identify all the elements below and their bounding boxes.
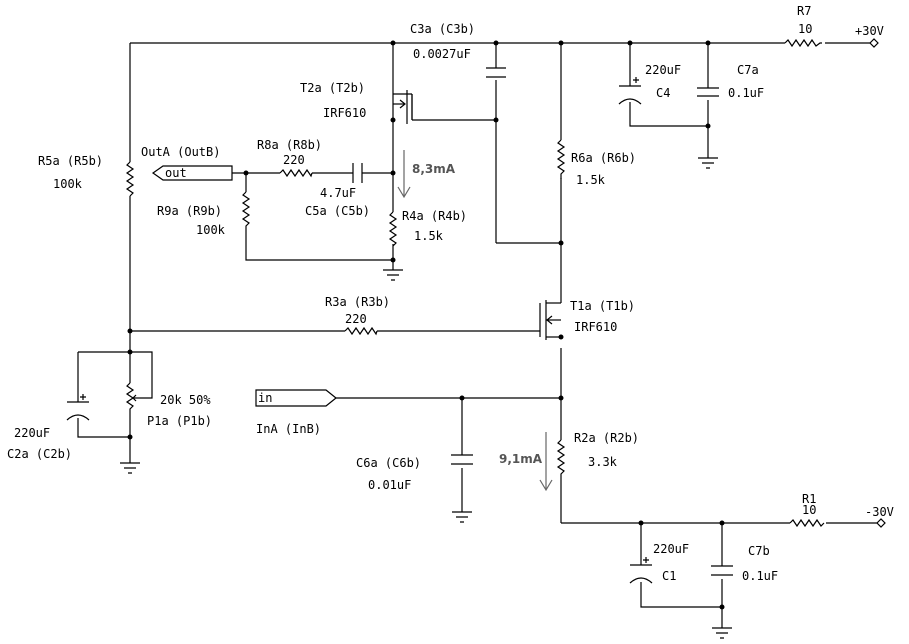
label-c6: C6a (C6b)	[356, 456, 421, 470]
resistor-r6	[556, 139, 566, 179]
label-minus30v: -30V	[865, 505, 894, 519]
label-r2: R2a (R2b)	[574, 431, 639, 445]
label-r3: R3a (R3b)	[325, 295, 390, 309]
resistor-r3	[344, 326, 378, 336]
resistor-symbols	[125, 38, 825, 528]
resistor-r8	[279, 168, 313, 178]
in-port	[255, 389, 337, 407]
label-r7-value: 10	[798, 22, 812, 36]
current-arrow-top	[397, 150, 411, 199]
component-labels: C3a (C3b) 0.0027uF R7 10 +30V 220uF C4 C…	[7, 4, 894, 583]
resistor-r7	[784, 38, 822, 48]
label-current-bottom: 9,1mA	[499, 452, 543, 466]
label-out-port: out	[165, 166, 187, 180]
label-p1-value: 20k 50%	[160, 393, 211, 407]
label-r1-value: 10	[802, 503, 816, 517]
minus30-terminal	[876, 518, 886, 528]
capacitor-c5	[352, 163, 363, 183]
capacitor-c6	[451, 454, 473, 465]
ground-c7a	[698, 157, 718, 169]
resistor-r9	[241, 191, 251, 238]
ports	[151, 38, 886, 528]
capacitor-symbols	[66, 67, 733, 584]
resistor-r2	[556, 439, 566, 486]
wires	[77, 42, 877, 628]
current-arrow-bottom	[539, 432, 553, 492]
plus30-terminal	[869, 38, 879, 48]
label-c7b: C7b	[748, 544, 770, 558]
label-out-ref: OutA (OutB)	[141, 145, 220, 159]
junctions	[127, 40, 725, 610]
label-c1-value: 220uF	[653, 542, 689, 556]
label-r8: R8a (R8b)	[257, 138, 322, 152]
label-c5-value: 4.7uF	[320, 186, 356, 200]
label-c4-value: 220uF	[645, 63, 681, 77]
ground-r4	[383, 269, 403, 281]
mosfet-t2	[393, 90, 413, 124]
label-r5: R5a (R5b)	[38, 154, 103, 168]
capacitor-c7b	[711, 565, 733, 576]
label-r4: R4a (R4b)	[402, 209, 467, 223]
label-current-top: 8,3mA	[412, 162, 456, 176]
label-in-port: in	[258, 391, 272, 405]
label-c2-value: 220uF	[14, 426, 50, 440]
label-c7b-value: 0.1uF	[742, 569, 778, 583]
label-c3-value: 0.0027uF	[413, 47, 471, 61]
label-r5-value: 100k	[53, 177, 83, 191]
label-plus30v: +30V	[855, 24, 884, 38]
label-r4-value: 1.5k	[414, 229, 444, 243]
label-r2-value: 3.3k	[588, 455, 618, 469]
label-r1: R1	[802, 492, 816, 506]
ground-symbols	[120, 157, 732, 639]
label-r6: R6a (R6b)	[571, 151, 636, 165]
label-c6-value: 0.01uF	[368, 478, 411, 492]
label-t1-type: IRF610	[574, 320, 617, 334]
label-r9: R9a (R9b)	[157, 204, 222, 218]
label-c1: C1	[662, 569, 676, 583]
ground-bottom	[712, 627, 732, 639]
label-c2: C2a (C2b)	[7, 447, 72, 461]
label-c7a-value: 0.1uF	[728, 86, 764, 100]
label-c4: C4	[656, 86, 670, 100]
capacitor-c3	[486, 67, 506, 78]
ground-left	[120, 462, 140, 474]
label-r6-value: 1.5k	[576, 173, 606, 187]
label-r8-value: 220	[283, 153, 305, 167]
out-port	[151, 165, 233, 181]
resistor-r1	[789, 518, 825, 528]
label-t2: T2a (T2b)	[300, 81, 365, 95]
label-in-ref: InA (InB)	[256, 422, 321, 436]
label-r3-value: 220	[345, 312, 367, 326]
ground-c6	[452, 511, 472, 523]
resistor-r5	[125, 161, 135, 197]
label-t1: T1a (T1b)	[570, 299, 635, 313]
label-r9-value: 100k	[196, 223, 226, 237]
label-c5: C5a (C5b)	[305, 204, 370, 218]
resistor-r4	[388, 211, 398, 247]
potentiometer-p1	[125, 382, 135, 412]
label-r7: R7	[797, 4, 811, 18]
label-t2-type: IRF610	[323, 106, 366, 120]
label-c3: C3a (C3b)	[410, 22, 475, 36]
capacitor-c7a	[697, 87, 719, 97]
mosfet-t1	[539, 300, 561, 340]
label-c7a: C7a	[737, 63, 759, 77]
label-p1: P1a (P1b)	[147, 414, 212, 428]
